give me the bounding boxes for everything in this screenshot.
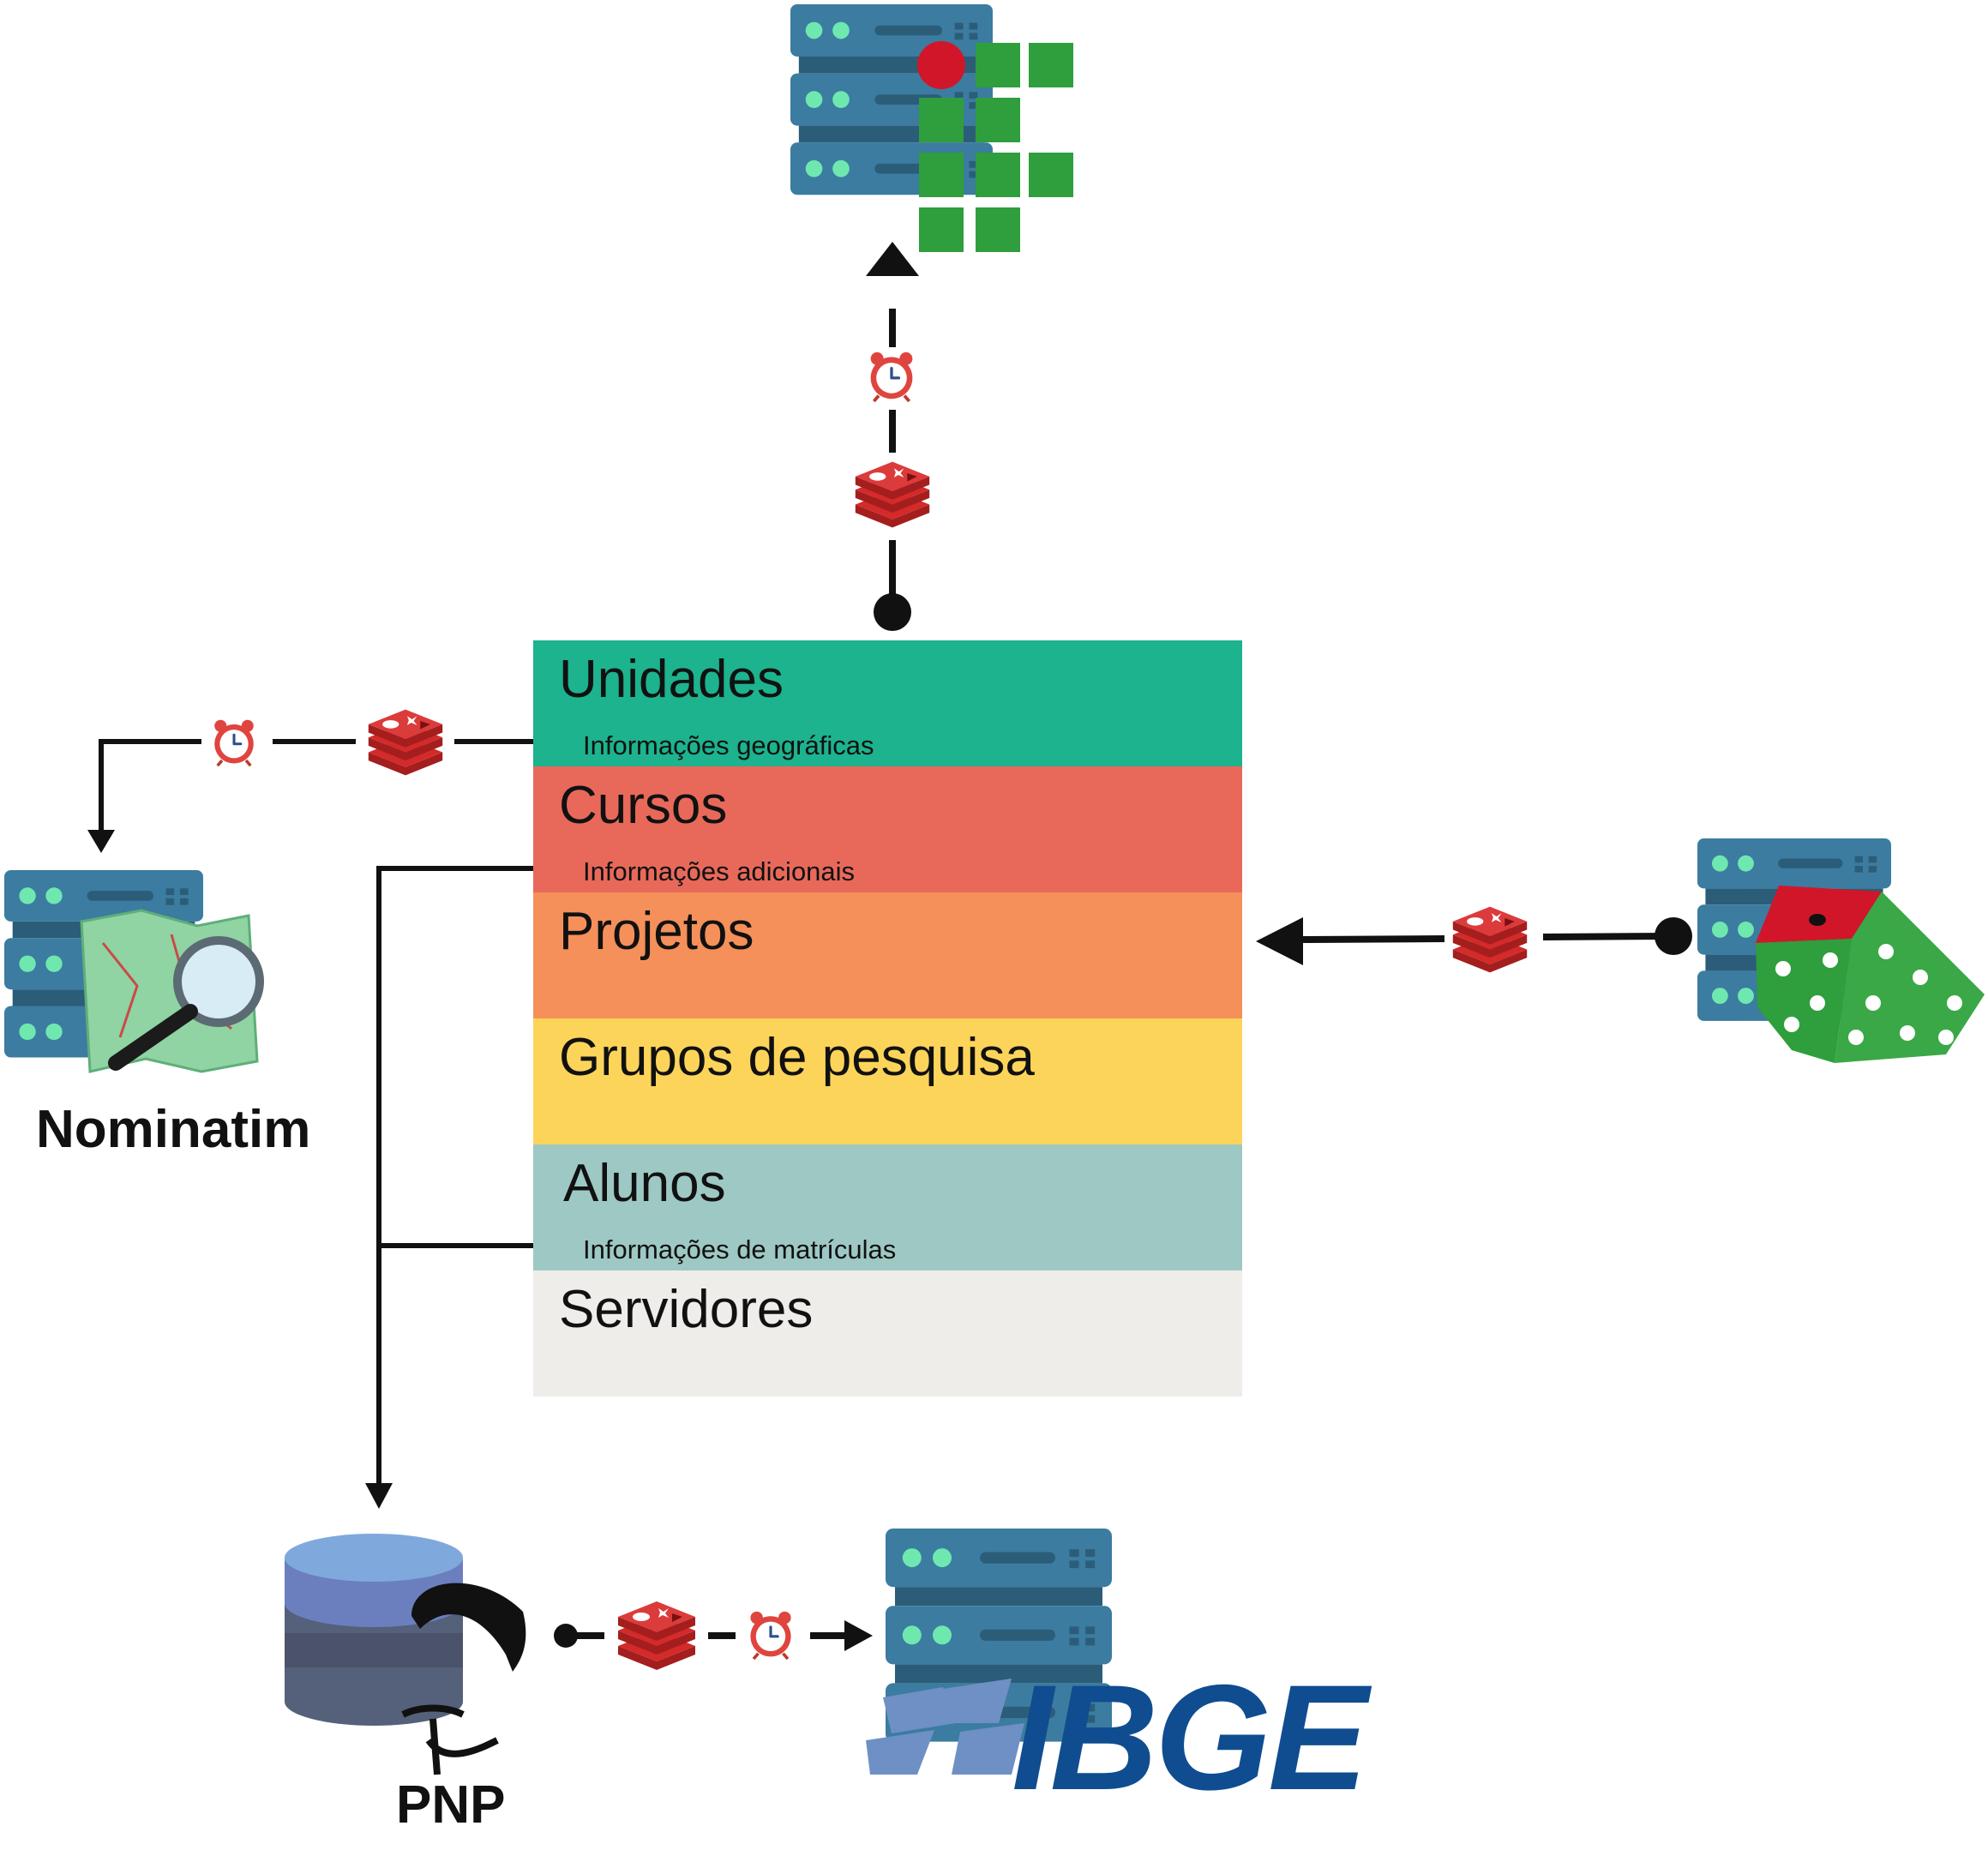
connector-random-projetos xyxy=(1256,917,1692,965)
map-search-icon xyxy=(80,909,264,1073)
section-cursos: Cursos Informações adicionais xyxy=(533,766,1242,892)
connector-pnp-ibge xyxy=(554,1620,873,1651)
redis-icon xyxy=(368,709,443,776)
alarm-clock-icon xyxy=(213,718,255,766)
redis-icon xyxy=(1452,906,1528,973)
ibge-logo-text: IBGE xyxy=(1012,1655,1368,1822)
database-icon xyxy=(285,1534,526,1775)
section-alunos: Alunos Informações de matrículas xyxy=(533,1144,1242,1270)
connector-unidades-nominatim xyxy=(87,731,581,853)
section-servidores: Servidores xyxy=(533,1270,1242,1397)
section-title: Unidades xyxy=(559,650,784,709)
dice-icon xyxy=(1756,886,1985,1063)
section-title: Servidores xyxy=(559,1280,814,1339)
section-title: Grupos de pesquisa xyxy=(559,1028,1035,1087)
if-logo-icon xyxy=(917,41,1073,252)
redis-icon xyxy=(618,1601,695,1670)
section-subtitle: Informações de matrículas xyxy=(583,1234,897,1264)
section-projetos: Projetos xyxy=(533,892,1242,1018)
nominatim-label: Nominatim xyxy=(36,1100,311,1159)
section-unidades: Unidades Informações geográficas xyxy=(533,640,1242,766)
section-title: Projetos xyxy=(559,902,754,961)
section-subtitle: Informações geográficas xyxy=(583,730,874,760)
section-title: Cursos xyxy=(559,776,728,835)
section-subtitle: Informações adicionais xyxy=(583,856,856,886)
pnp-label: PNP xyxy=(396,1775,506,1835)
section-title: Alunos xyxy=(563,1154,726,1213)
section-grupos-de-pesquisa: Grupos de pesquisa xyxy=(533,1018,1242,1144)
ibge-emblem-icon xyxy=(866,1679,1024,1775)
alarm-clock-icon xyxy=(748,1610,793,1660)
redis-icon xyxy=(855,461,930,528)
connector-top xyxy=(866,242,919,631)
alarm-clock-icon xyxy=(868,351,915,402)
